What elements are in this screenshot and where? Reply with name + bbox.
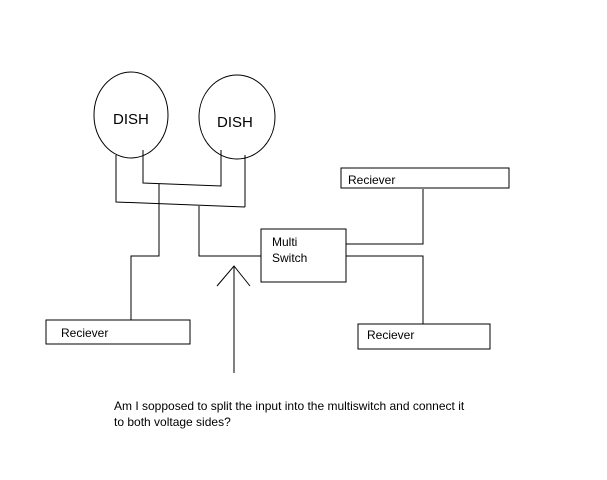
dish-1-label: DISH <box>113 111 149 128</box>
receiver-upper-right-box <box>340 167 510 189</box>
left-receiver-cable <box>130 184 160 320</box>
upper-right-receiver-cable <box>346 189 424 245</box>
dish-1-shape <box>93 71 169 159</box>
pointer-arrow-icon <box>216 265 251 373</box>
question-text-line2: to both voltage sides? <box>114 415 231 429</box>
receiver-lower-right-box <box>357 323 491 350</box>
dish-1-cable <box>115 155 246 208</box>
receiver-upper-right-label: Reciever <box>348 173 396 187</box>
lower-right-receiver-cable <box>346 255 424 324</box>
multiswitch-label-line1: Multi <box>272 235 298 249</box>
receiver-lower-right-label: Reciever <box>367 328 415 342</box>
dish-cross-cable <box>142 150 222 187</box>
dish-2-shape <box>198 74 276 160</box>
multiswitch-input-cable <box>198 206 261 257</box>
receiver-left-box <box>45 319 191 345</box>
question-text-line1: Am I sopposed to split the input into th… <box>114 399 465 413</box>
dish-2-label: DISH <box>217 114 253 131</box>
multiswitch-label-line2: Switch <box>272 251 308 265</box>
receiver-left-label: Reciever <box>61 326 109 340</box>
